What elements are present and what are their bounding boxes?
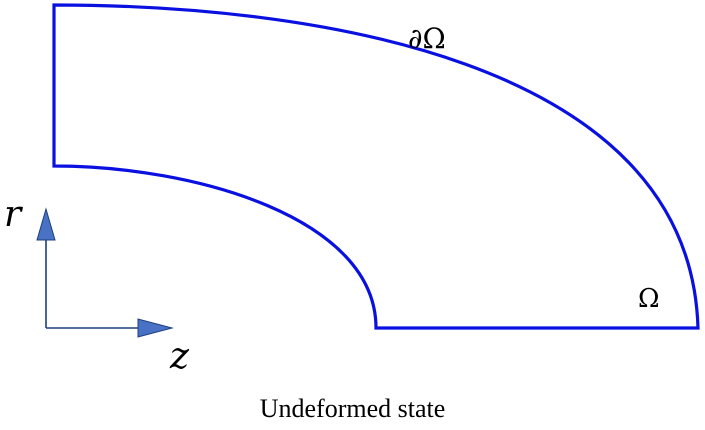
coordinate-axes [36, 207, 174, 338]
axis-r-label: r [4, 194, 23, 235]
z-axis-arrowhead [137, 318, 174, 338]
r-axis-arrowhead [36, 207, 56, 241]
domain-label: Ω [638, 284, 660, 314]
axis-z-label: z [169, 336, 190, 377]
boundary-label: ∂Ω [408, 22, 446, 55]
diagram-caption: Undeformed state [259, 394, 446, 423]
domain-outline [52, 3, 700, 330]
